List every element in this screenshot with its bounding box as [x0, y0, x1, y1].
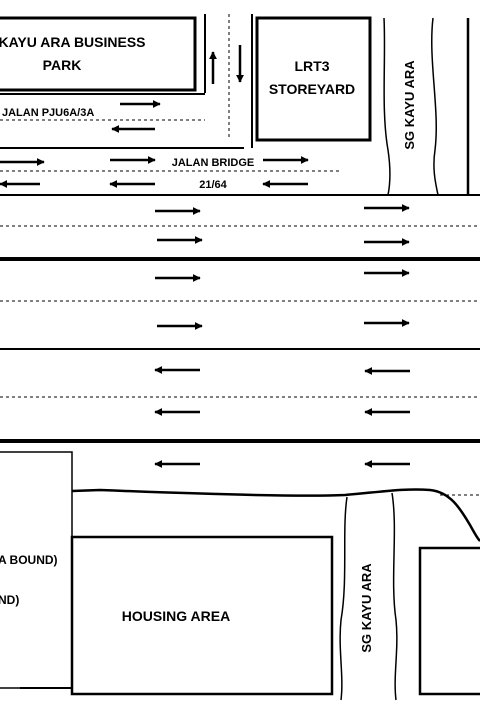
river-sg-kayu-ara-top: [383, 17, 470, 196]
sg-kayu-ara-bottom-label: SG KAYU ARA: [359, 563, 374, 653]
service-road-edge: [71, 488, 480, 542]
left-panel-block: [0, 451, 73, 689]
bound-label-2: ND): [0, 593, 19, 607]
jalan-bridge-label-1: JALAN BRIDGE: [172, 157, 255, 169]
right-block: [418, 546, 480, 696]
business-park-label-1: KAYU ARA BUSINESS: [0, 34, 146, 50]
housing-area-block: [70, 535, 334, 696]
jalan-bridge-label-2: 21/64: [199, 179, 227, 191]
lrt3-label-2: STOREYARD: [269, 81, 355, 97]
jalan-pju-label: JALAN PJU6A/3A: [2, 107, 94, 119]
business-park-block: [0, 16, 197, 92]
lrt3-storeyard-block: [255, 16, 372, 142]
lrt3-label-1: LRT3: [295, 58, 330, 74]
business-park-label-2: PARK: [43, 57, 82, 73]
river-sg-kayu-ara-bottom: [339, 492, 398, 701]
housing-area-label: HOUSING AREA: [122, 608, 230, 624]
bound-label-1: A BOUND): [0, 553, 58, 567]
sg-kayu-ara-top-label: SG KAYU ARA: [402, 60, 417, 150]
